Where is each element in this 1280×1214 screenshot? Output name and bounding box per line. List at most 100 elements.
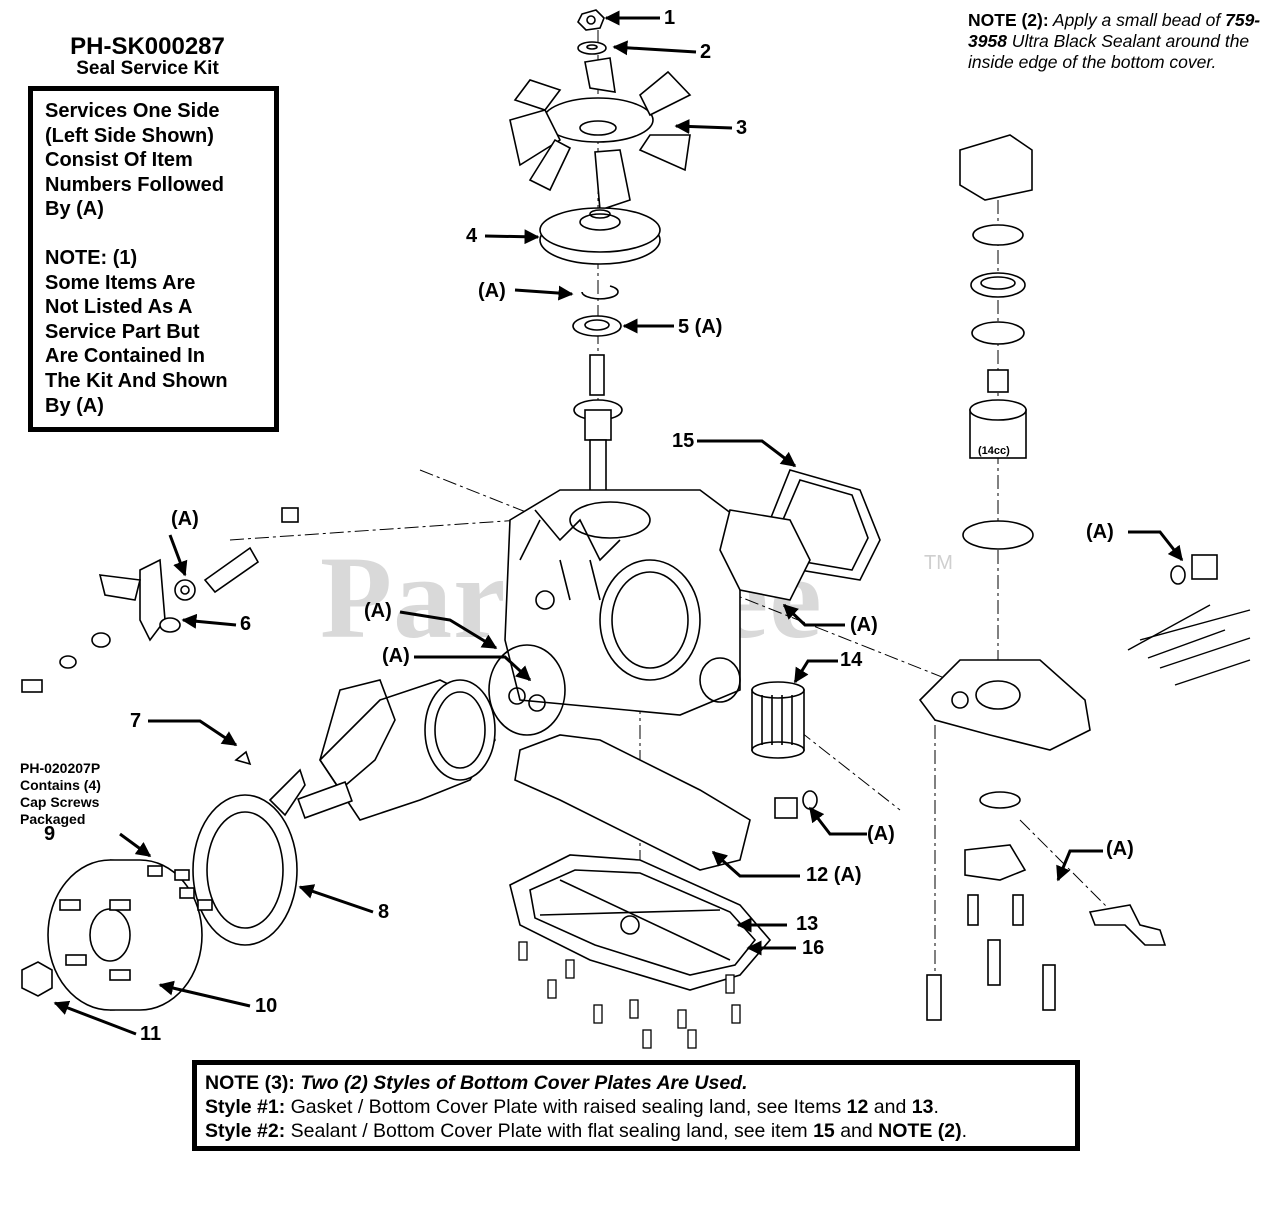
style1-item-12: 12 — [846, 1096, 869, 1118]
callout-a-retaining-ring[interactable]: (A) — [478, 280, 506, 302]
pump-stack — [959, 134, 1034, 550]
bottom-screws — [518, 941, 741, 1049]
leader-arrows — [53, 10, 1184, 1036]
note1-line: Not Listed As A — [45, 296, 193, 319]
axle-assembly — [297, 679, 496, 821]
small-fasteners-left — [21, 632, 213, 911]
style2-note2: NOTE (2) — [878, 1120, 962, 1142]
spacer — [45, 222, 268, 246]
callout-6[interactable]: 6 — [240, 613, 252, 635]
washer-part-2 — [577, 41, 607, 55]
cap-screw-line: Packaged — [20, 811, 86, 827]
cap-screw-line: Cap Screws — [20, 794, 100, 810]
parts-outlines — [21, 9, 1251, 1049]
cap-screw-kit-note: PH-020207P Contains (4) Cap Screws Packa… — [20, 760, 140, 828]
o-rings-housing — [488, 644, 566, 736]
callout-5[interactable]: 5 (A) — [678, 316, 723, 338]
callout-1[interactable]: 1 — [664, 7, 676, 29]
note1-line: Some Items Are — [45, 271, 196, 294]
lower-right-parts — [926, 791, 1167, 1021]
style1-head: Style #1: — [205, 1096, 286, 1118]
callout-a-lower-seal[interactable]: (A) — [867, 823, 895, 845]
callout-11[interactable]: 11 — [140, 1023, 162, 1045]
kit-part-number: PH-SK000287 — [70, 33, 225, 60]
callout-16[interactable]: 16 — [802, 937, 825, 959]
style1-text: Gasket / Bottom Cover Plate with raised … — [285, 1096, 847, 1118]
callout-3[interactable]: 3 — [736, 117, 748, 139]
retaining-ring — [581, 285, 619, 300]
kit-name: Seal Service Kit — [76, 58, 219, 80]
callout-9[interactable]: 9 — [44, 823, 56, 845]
style1-item-13: 13 — [911, 1096, 934, 1118]
callout-13[interactable]: 13 — [796, 913, 819, 935]
callout-2[interactable]: 2 — [700, 41, 712, 63]
displacement-label: (14cc) — [978, 445, 1010, 457]
nut-part-11 — [21, 961, 53, 997]
callout-7[interactable]: 7 — [130, 710, 142, 732]
callout-14[interactable]: 14 — [840, 649, 863, 671]
fan-part-3 — [509, 57, 692, 212]
filter-part-14 — [751, 681, 805, 759]
kit-desc-line: By (A) — [45, 198, 104, 221]
callout-a-fitting[interactable]: (A) — [1106, 838, 1134, 860]
note2-text-b: Ultra Black Sealant around the inside ed… — [968, 31, 1250, 72]
hub-part-10 — [47, 859, 203, 1011]
bottom-plate-part-13 — [509, 854, 772, 991]
style1-end: . — [933, 1096, 939, 1118]
main-housing — [504, 489, 741, 716]
style2-head: Style #2: — [205, 1120, 286, 1142]
callout-12[interactable]: 12 (A) — [806, 864, 862, 886]
note1-line: Are Contained In — [45, 345, 206, 368]
kit-info-box: Services One Side (Left Side Shown) Cons… — [28, 86, 279, 432]
note3-title: Two (2) Styles of Bottom Cover Plates Ar… — [300, 1072, 748, 1094]
brake-part-8 — [192, 768, 306, 946]
cap-screw-line: PH-020207P — [20, 760, 101, 776]
callout-4[interactable]: 4 — [466, 225, 478, 247]
kit-desc-line: (Left Side Shown) — [45, 124, 214, 147]
seal-left — [174, 579, 196, 601]
kit-desc-line: Numbers Followed — [45, 173, 224, 196]
watermark-tm: TM — [924, 552, 953, 574]
callout-a-housing-2[interactable]: (A) — [382, 645, 410, 667]
cover-part-15 — [719, 469, 881, 601]
style2-end: . — [961, 1120, 967, 1142]
note1-line: NOTE: (1) — [45, 246, 138, 269]
pulley-part-4 — [539, 207, 661, 265]
nut-part-1 — [577, 9, 605, 31]
callout-a-right-seal[interactable]: (A) — [1086, 521, 1114, 543]
note2-part: 759-3958 — [968, 10, 1261, 51]
note3-style2-line: Style #2: Sealant / Bottom Cover Plate w… — [205, 1119, 1075, 1143]
style2-text: Sealant / Bottom Cover Plate with flat s… — [285, 1120, 814, 1142]
kit-desc-line: Consist Of Item — [45, 149, 193, 172]
cup-seal-right — [774, 554, 1218, 819]
long-bolts-right — [1127, 604, 1251, 686]
note-3-box: NOTE (3): Two (2) Styles of Bottom Cover… — [192, 1060, 1080, 1151]
style2-item-15: 15 — [813, 1120, 835, 1142]
center-section — [918, 659, 1091, 751]
style1-and: and — [868, 1096, 912, 1118]
callout-15[interactable]: 15 — [672, 430, 695, 452]
note1-line: Service Part But — [45, 320, 200, 343]
note1-line: By (A) — [45, 394, 104, 417]
note3-head: NOTE (3): — [205, 1072, 295, 1094]
key-part-7 — [234, 750, 252, 766]
note3-style1-line: Style #1: Gasket / Bottom Cover Plate wi… — [205, 1095, 1075, 1119]
note-2: NOTE (2): Apply a small bead of 759-3958… — [968, 10, 1268, 73]
note3-title-line: NOTE (3): Two (2) Styles of Bottom Cover… — [205, 1071, 1075, 1095]
callout-10[interactable]: 10 — [255, 995, 278, 1017]
callout-a-housing-1[interactable]: (A) — [364, 600, 392, 622]
callout-a-lever-seal[interactable]: (A) — [171, 508, 199, 530]
callout-a-cover[interactable]: (A) — [850, 614, 878, 636]
note2-head: NOTE (2): — [968, 10, 1049, 30]
cap-screw-line: Contains (4) — [20, 777, 101, 793]
kit-desc-line: Services One Side — [45, 100, 220, 122]
gasket-part-12 — [514, 734, 751, 871]
style2-and: and — [834, 1120, 879, 1142]
callout-8[interactable]: 8 — [378, 901, 390, 923]
input-shaft — [573, 354, 623, 496]
lever-part-6 — [98, 507, 299, 642]
note2-text-a: Apply a small bead of — [1048, 10, 1226, 30]
note1-line: The Kit And Shown — [45, 369, 228, 392]
